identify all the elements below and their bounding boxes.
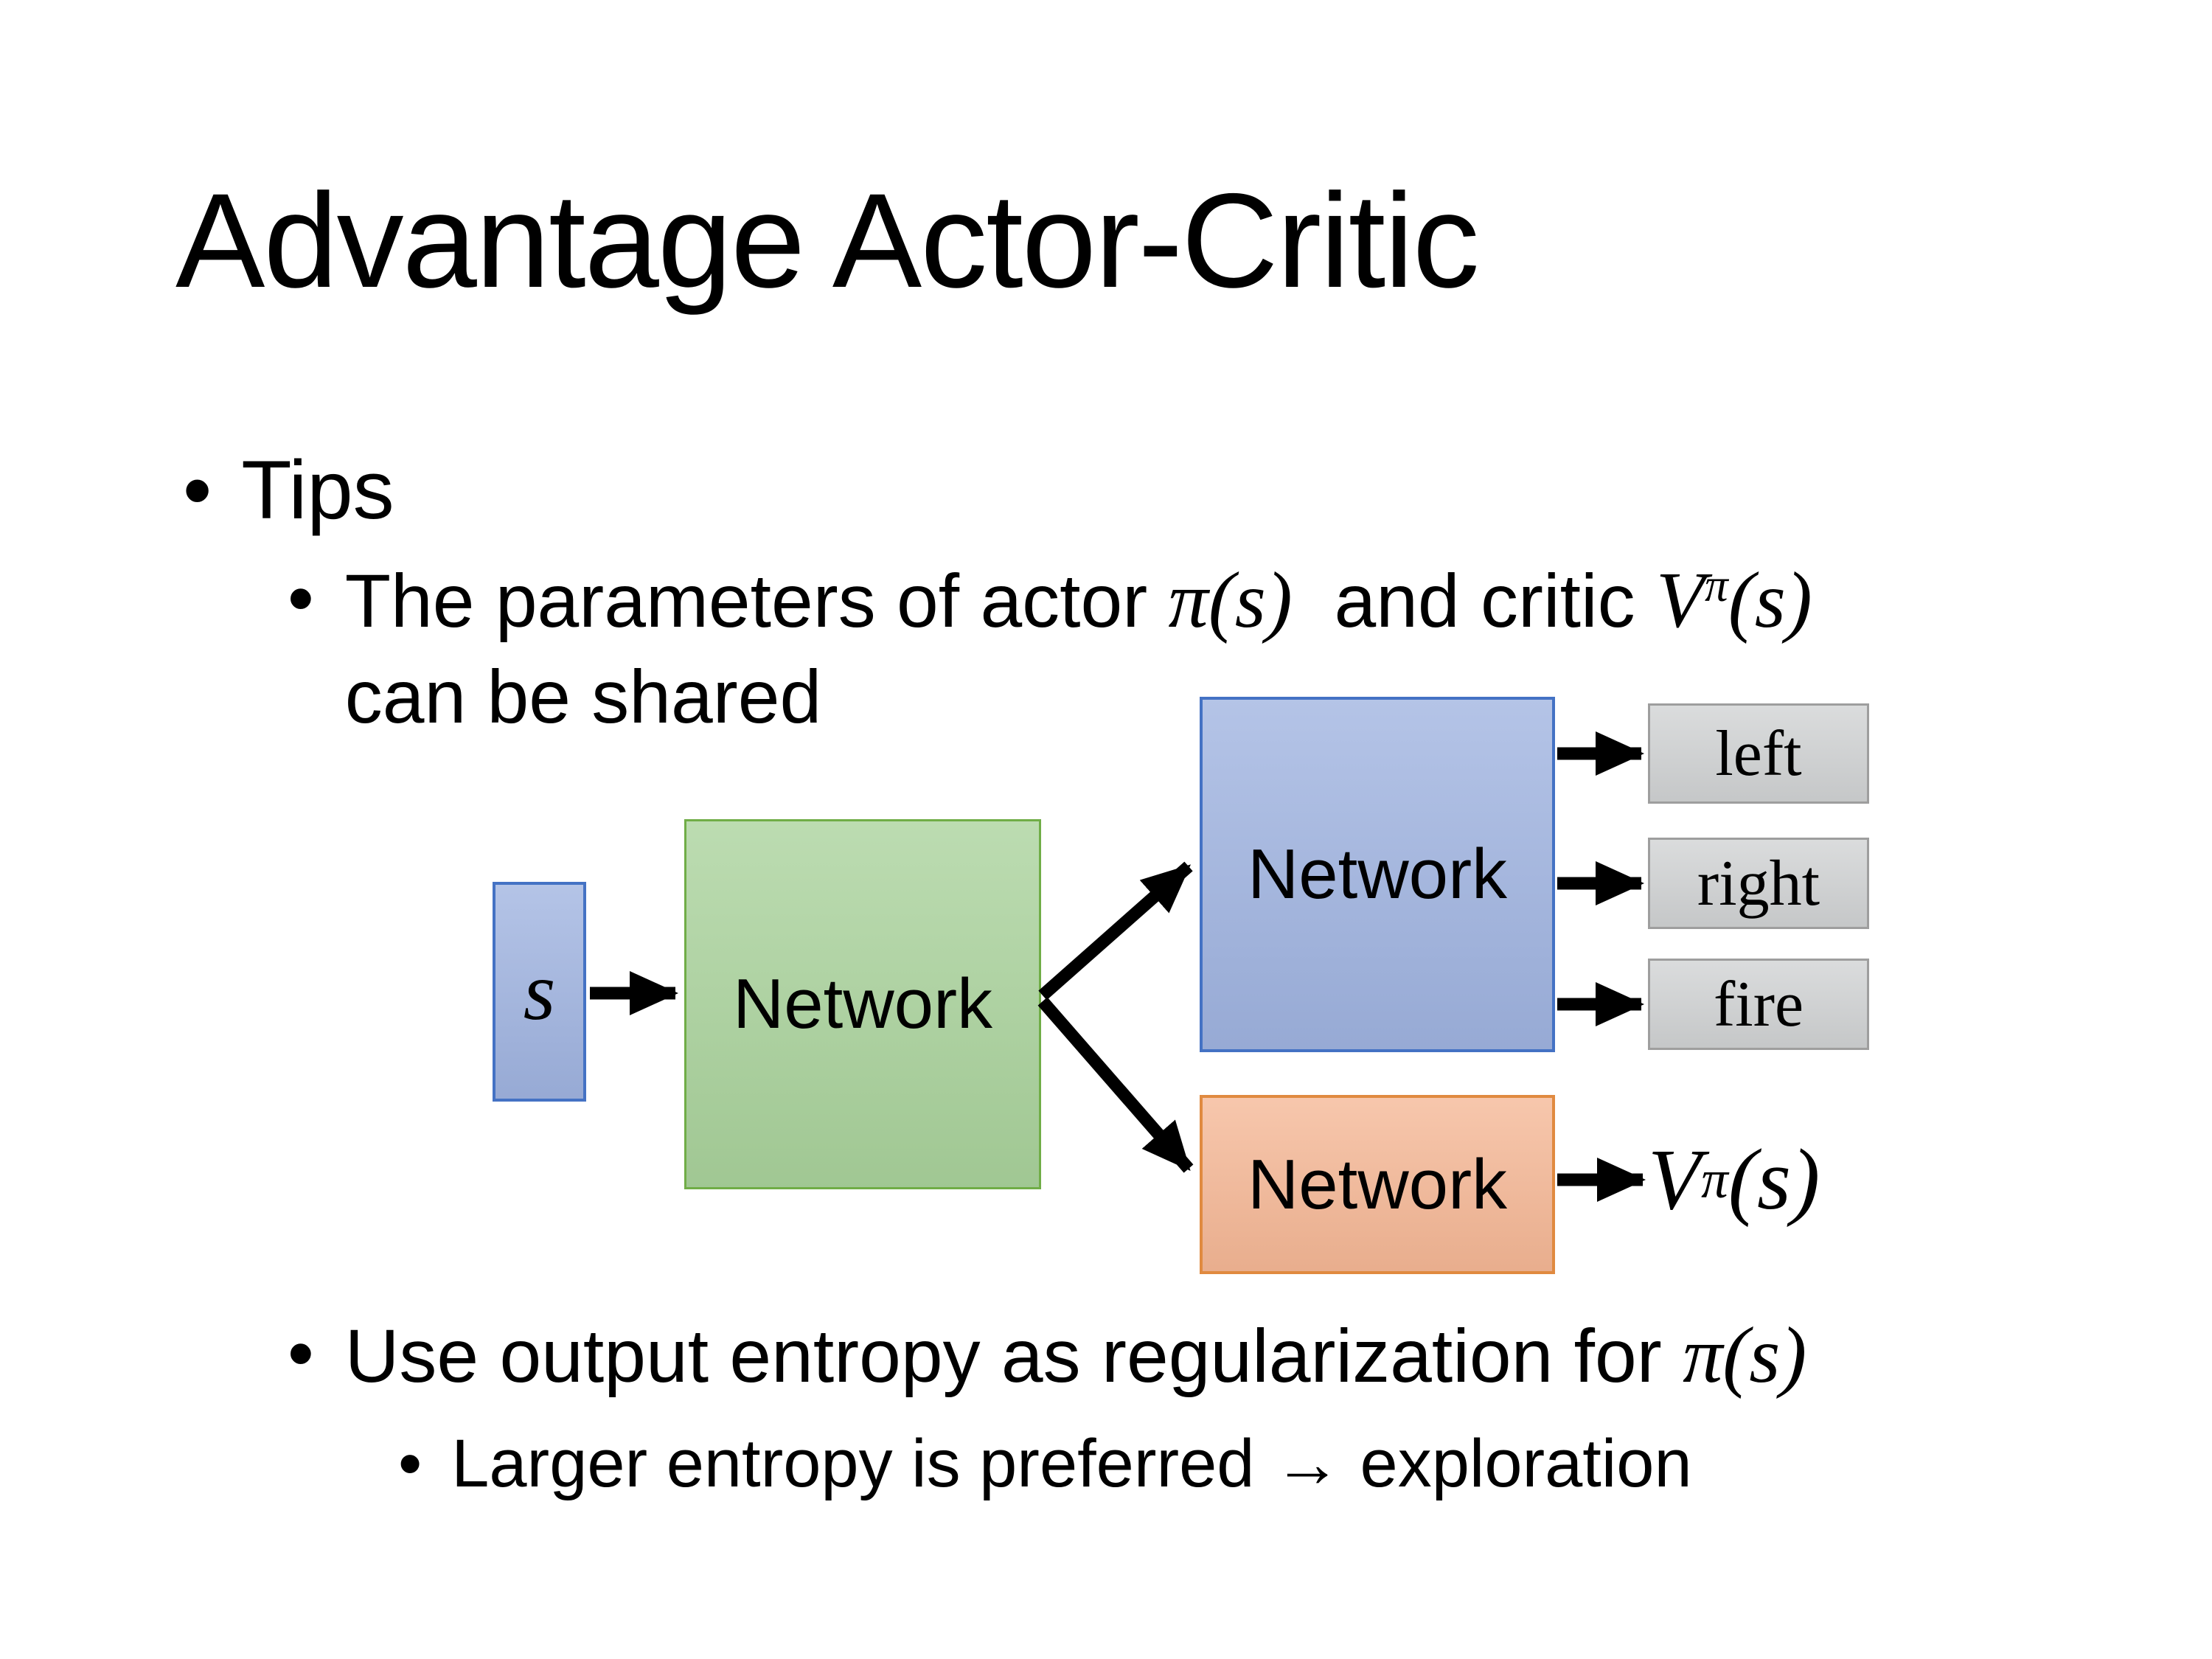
slide-title: Advantage Actor-Critic [175, 165, 1480, 316]
action-left-label: left [1715, 717, 1802, 790]
action-box-fire: fire [1648, 959, 1869, 1050]
math-pi-s: π(s) [1683, 1312, 1807, 1399]
critic-network-label: Network [1247, 1144, 1508, 1224]
actor-network-label: Network [1247, 835, 1508, 914]
action-box-left: left [1648, 703, 1869, 804]
math-v-superscript: π [1705, 560, 1728, 611]
arrow-shared-to-critic [1037, 997, 1194, 1173]
math-v-base: V [1655, 557, 1705, 644]
text-segment: The parameters of actor [344, 559, 1169, 643]
action-box-right: right [1648, 838, 1869, 929]
shared-network-label: Network [732, 964, 993, 1043]
bullet-parameters-line1: The parameters of actor π(s) and critic … [345, 552, 1812, 650]
bullet-tips-text: Tips [241, 444, 394, 536]
bullet-parameters-line2: can be shared [344, 655, 822, 740]
text-segment: and critic [1292, 559, 1656, 643]
math-v-arg: (s) [1728, 557, 1812, 644]
critic-network-box: Network [1200, 1095, 1555, 1274]
shared-network-box: Network [684, 819, 1041, 1189]
bullet-parameters: • The parameters of actor π(s) and criti… [288, 552, 1812, 744]
text-segment: Use output entropy as regularization for [344, 1314, 1683, 1398]
bullet-glyph: • [398, 1426, 422, 1501]
bullet-entropy-text: Use output entropy as regularization for… [345, 1307, 1807, 1405]
state-input-label: s [523, 945, 556, 1037]
action-right-label: right [1697, 847, 1820, 919]
action-fire-label: fire [1713, 968, 1804, 1040]
bullet-larger-entropy-text: Larger entropy is preferred → exploratio… [451, 1426, 1692, 1501]
value-base: V [1648, 1131, 1702, 1228]
arrow-shared-to-actor [1038, 861, 1193, 1001]
bullet-larger-entropy: • Larger entropy is preferred → explorat… [398, 1422, 1692, 1506]
actor-network-box: Network [1200, 697, 1555, 1052]
bullet-glyph: • [183, 444, 212, 536]
math-pi-s: π(s) [1168, 557, 1293, 644]
bullet-glyph: • [288, 1311, 314, 1395]
value-arg: (s) [1728, 1131, 1820, 1228]
bullet-entropy: • Use output entropy as regularization f… [288, 1307, 1806, 1405]
bullet-glyph: • [288, 556, 314, 640]
state-input-box: s [493, 882, 586, 1102]
bullet-tips: • Tips [183, 441, 394, 540]
